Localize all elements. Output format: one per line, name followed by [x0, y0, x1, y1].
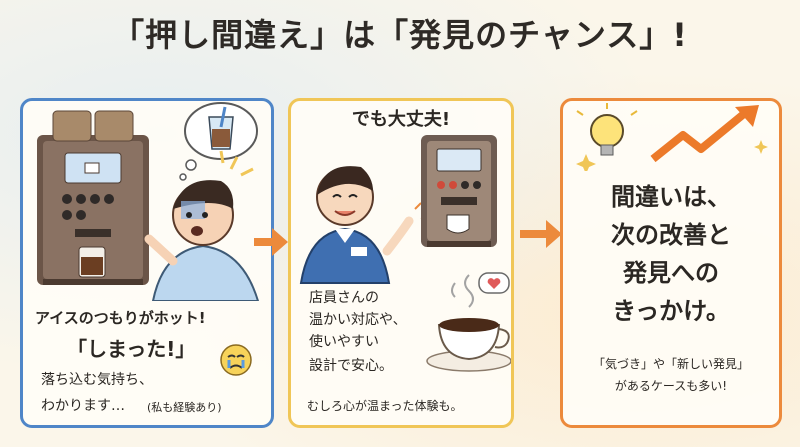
discovery-big-4: きっかけ。	[612, 297, 730, 325]
crying-face-icon	[220, 344, 252, 376]
discovery-big-3: 発見への	[623, 259, 719, 287]
discovery-big-2: 次の改善と	[611, 221, 731, 249]
reassurance-line-3: 使いやすい	[309, 334, 379, 350]
mistake-illustration	[37, 102, 260, 301]
reassurance-line-5: むしろ心が温まった体験も。	[307, 399, 463, 413]
iced-coffee-thought-bubble-icon	[179, 102, 258, 181]
mistake-line-1: アイスのつもりがホット!	[35, 309, 206, 327]
reassurance-illustration	[299, 135, 497, 284]
arrow-right-icon	[254, 228, 288, 256]
panel-mistake: アイスのつもりがホット! 「しまった!」 落ち込む気持ち、 わかります… (私も…	[20, 98, 274, 428]
coffee-machine-icon	[421, 135, 497, 247]
discovery-illustration	[576, 103, 768, 171]
heart-speech-icon	[478, 272, 510, 294]
discovery-big-1: 間違いは、	[611, 183, 731, 211]
panel-reassurance: でも大丈夫!	[288, 98, 514, 428]
reassurance-line-1: 店員さんの	[309, 290, 379, 306]
coffee-machine-icon	[37, 110, 149, 285]
surprised-person-icon	[144, 150, 260, 301]
growth-arrow-icon	[650, 105, 759, 163]
mistake-note: (私も経験あり)	[147, 401, 222, 414]
smiling-staff-icon	[299, 166, 430, 284]
discovery-small-1: 「気づき」や「新しい発見」	[592, 357, 749, 371]
reassurance-line-2: 温かい対応や、	[309, 312, 407, 328]
reassurance-line-4: 設計で安心。	[309, 358, 393, 374]
lightbulb-icon	[576, 103, 638, 156]
sparkle-icon	[576, 140, 768, 171]
mistake-line-3: 落ち込む気持ち、	[41, 372, 153, 388]
discovery-small-2: があるケースも多い!	[614, 379, 728, 393]
reassurance-heading: でも大丈夫!	[351, 109, 451, 130]
arrow-right-icon	[520, 220, 562, 248]
page-title: 「押し間違え」は「発見のチャンス」!	[112, 16, 688, 54]
mistake-line-4: わかります…	[41, 398, 125, 414]
hot-coffee-cup-icon	[426, 274, 511, 372]
mistake-line-2: 「しまった!」	[67, 337, 196, 361]
panel-discovery: 間違いは、 次の改善と 発見への きっかけ。 「気づき」や「新しい発見」 がある…	[560, 98, 782, 428]
